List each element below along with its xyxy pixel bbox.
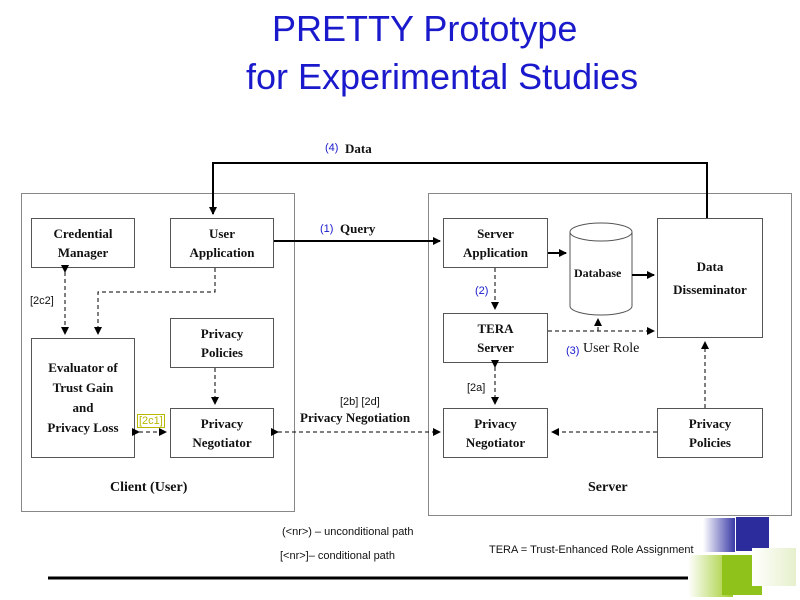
slide-title-line1: PRETTY Prototype: [272, 8, 578, 49]
privacy-negotiation-label: Privacy Negotiation: [300, 410, 411, 425]
data-step-number: (4): [325, 142, 339, 154]
client-privacy-negotiator-box: Privacy Negotiator: [170, 408, 274, 458]
evaluator-box: Evaluator of Trust Gain and Privacy Loss: [31, 338, 135, 458]
slide-title-line2: for Experimental Studies: [246, 56, 639, 97]
client-privacy-policies-box: Privacy Policies: [170, 318, 274, 368]
query-step-number: (1): [320, 223, 334, 235]
step-2b-2d-label: [2b] [2d]: [340, 396, 380, 408]
step-2-label: (2): [475, 285, 489, 297]
step-2c1-label: [2c1]: [137, 414, 165, 428]
server-application-box: Server Application: [443, 218, 548, 268]
tera-server-box: TERA Server: [443, 313, 548, 363]
legend-tera: TERA = Trust-Enhanced Role Assignment: [489, 544, 694, 556]
user-role-label: User Role: [583, 341, 640, 356]
database-cylinder: [569, 222, 633, 316]
client-panel-label: Client (User): [110, 480, 188, 495]
user-role-step-number: (3): [566, 345, 580, 357]
user-application-box: User Application: [170, 218, 274, 268]
server-privacy-policies-box: Privacy Policies: [657, 408, 763, 458]
query-arrow-label: Query: [340, 221, 376, 236]
legend-conditional: [<nr>]– conditional path: [280, 550, 395, 562]
credential-manager-box: Credential Manager: [31, 218, 135, 268]
server-panel-label: Server: [588, 480, 628, 495]
data-disseminator-box: Data Disseminator: [657, 218, 763, 338]
step-2a-label: [2a]: [467, 382, 486, 394]
data-arrow-label: Data: [345, 141, 372, 156]
step-2c2-label: [2c2]: [30, 295, 54, 307]
decorative-squares: [688, 515, 800, 600]
server-privacy-negotiator-box: Privacy Negotiator: [443, 408, 548, 458]
database-label: Database: [574, 266, 622, 280]
legend-unconditional: (<nr>) – unconditional path: [282, 526, 414, 538]
